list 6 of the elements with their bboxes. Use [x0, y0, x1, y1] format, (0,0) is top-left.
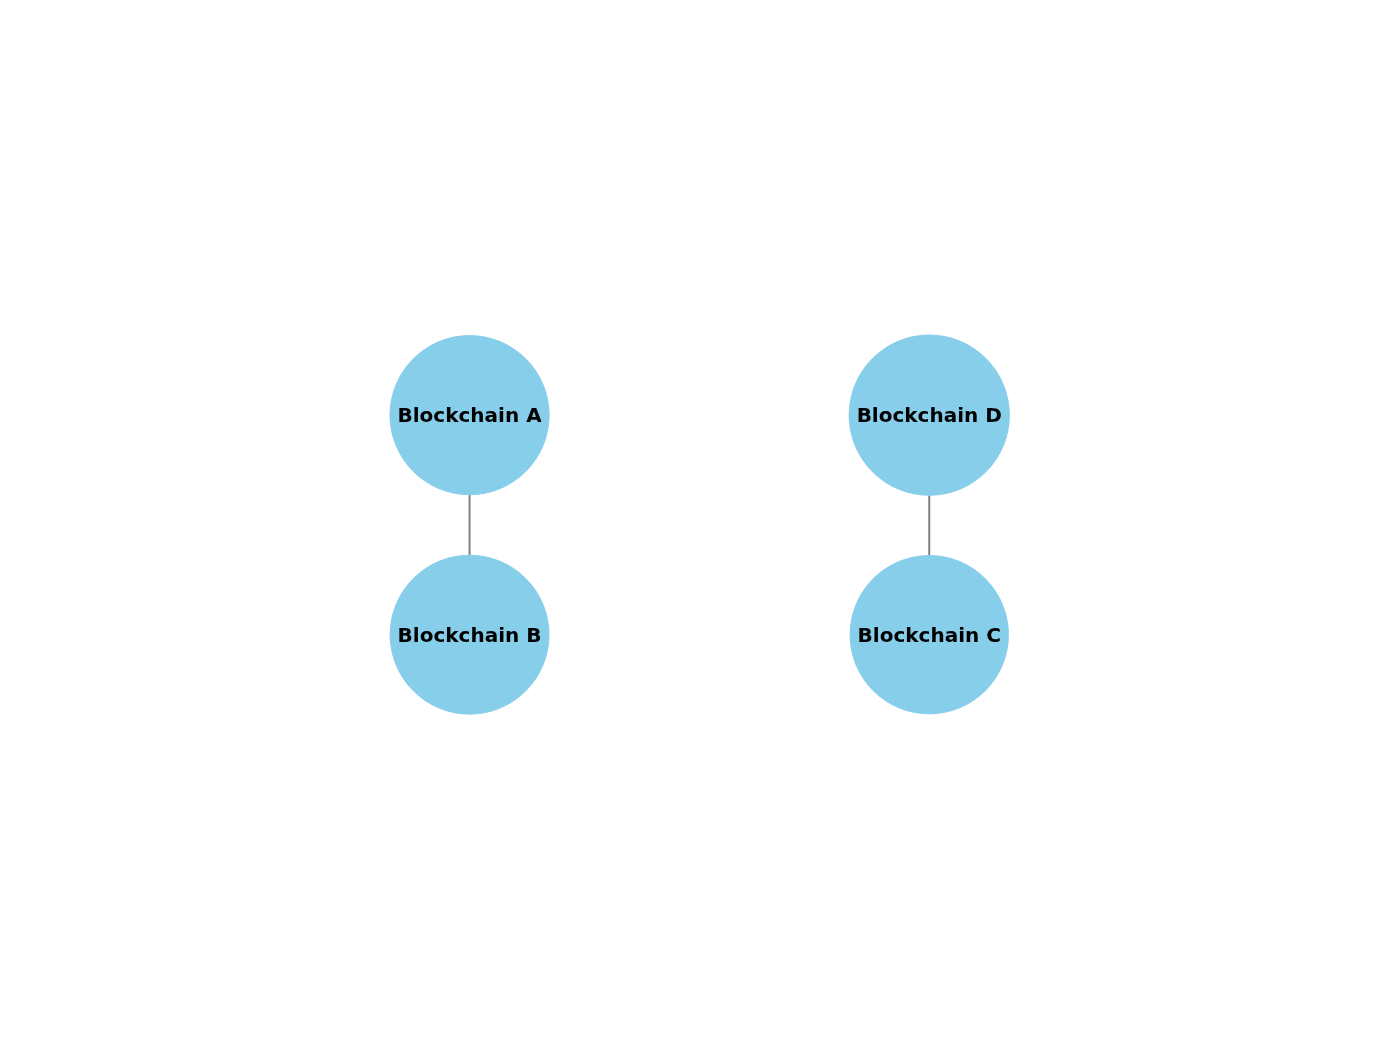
connector	[928, 494, 931, 557]
node-circle: Blockchain D	[848, 334, 1011, 497]
node-circle: Blockchain A	[389, 335, 550, 496]
node-circle: Blockchain C	[849, 555, 1010, 715]
node-circle: Blockchain B	[389, 555, 550, 716]
connector	[468, 494, 471, 557]
